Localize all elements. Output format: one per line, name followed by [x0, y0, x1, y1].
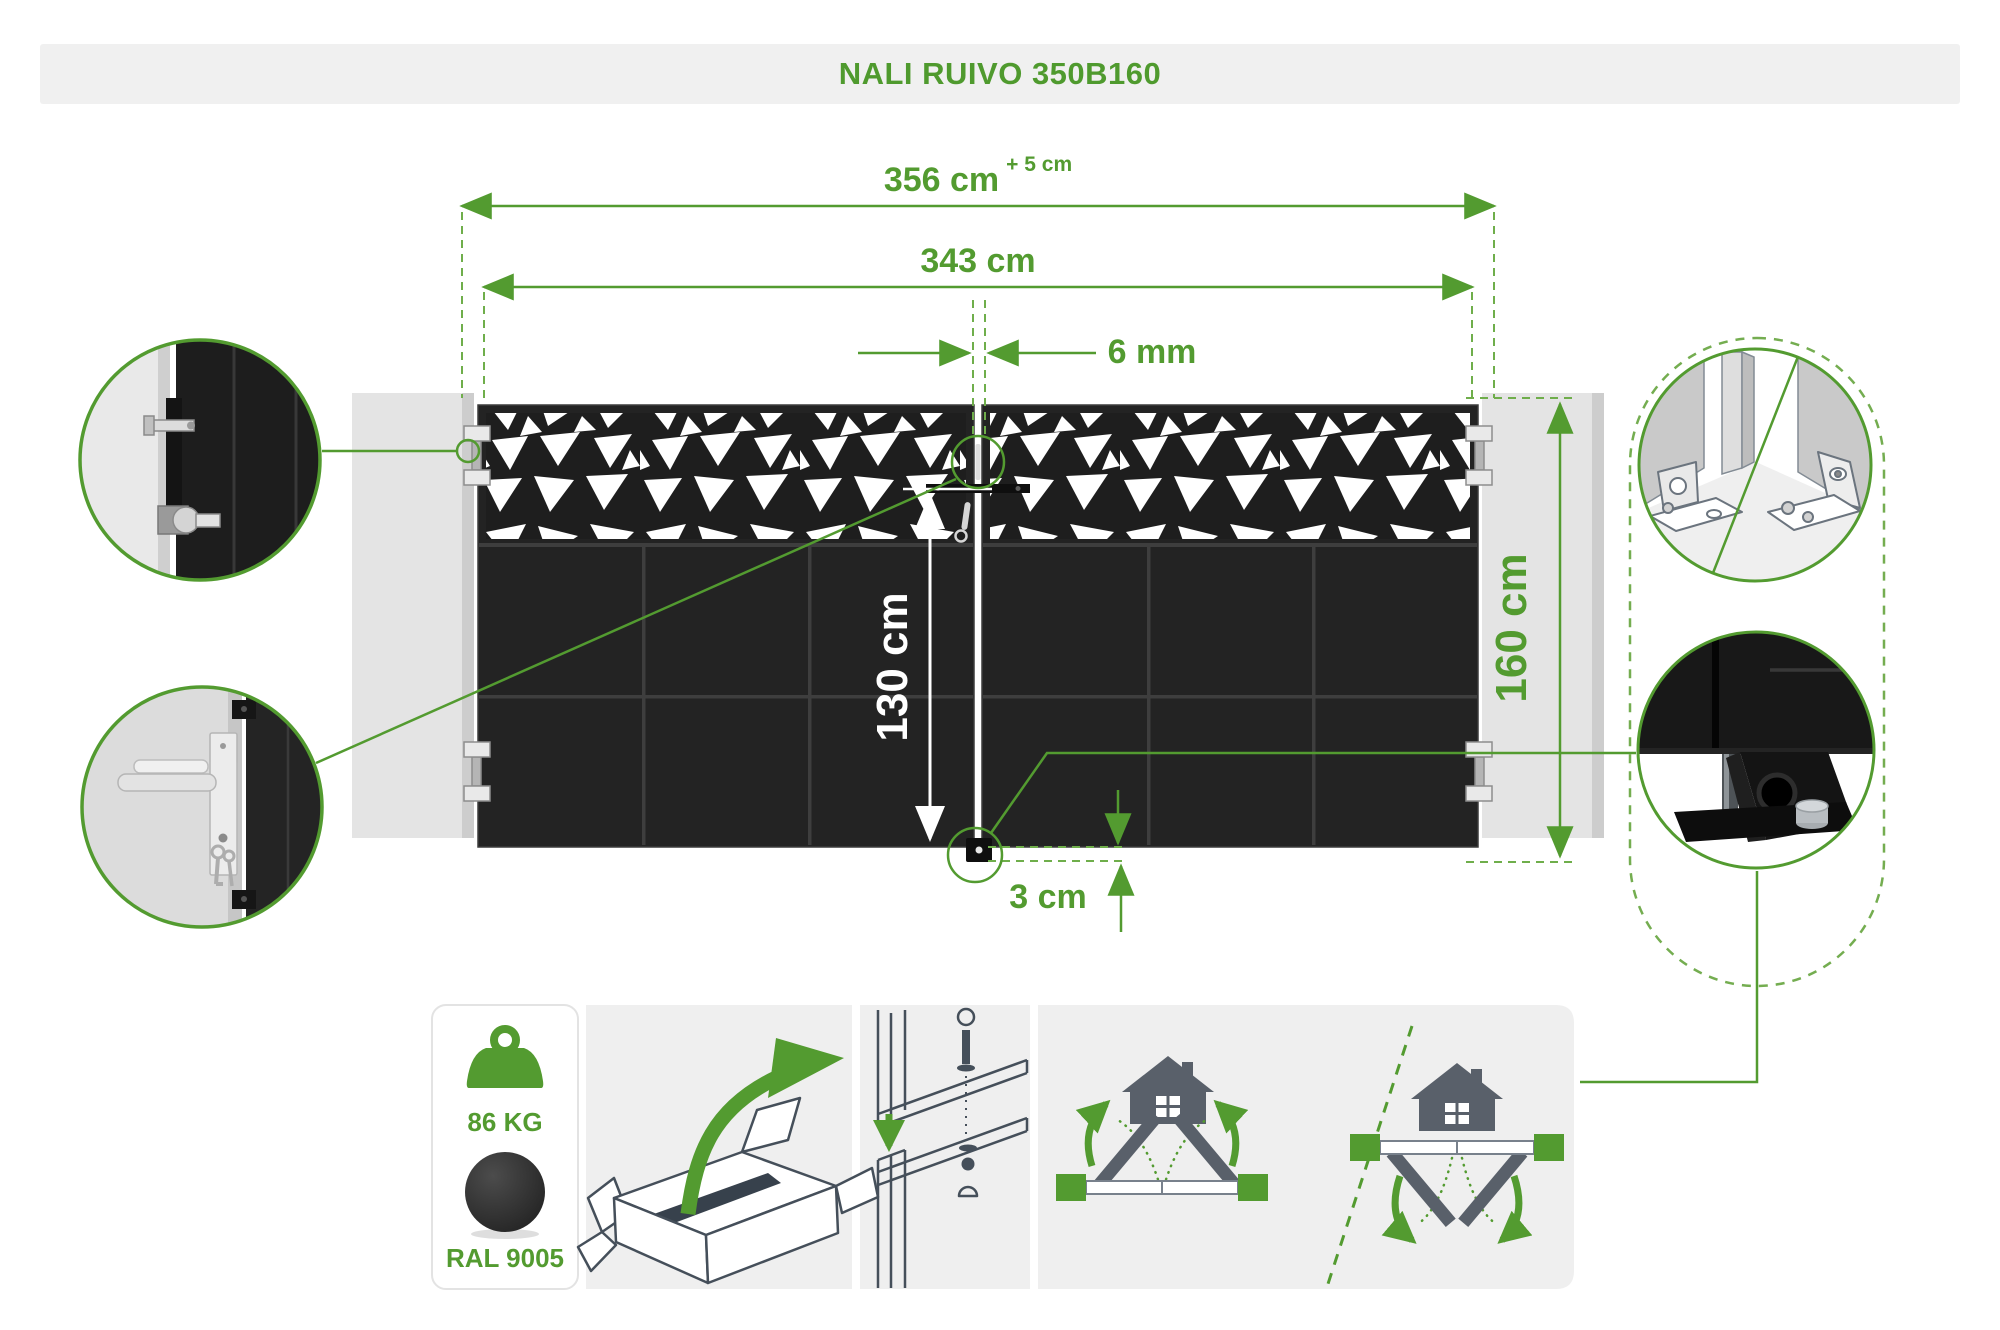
gate-stop-detail-circle [1636, 630, 1876, 870]
lock-handle-detail-circle [80, 685, 324, 929]
gates-open-outward-icon [1350, 1061, 1564, 1244]
hinges-left [463, 425, 491, 802]
color-code-label: RAL 9005 [445, 1243, 565, 1273]
color-swatch [465, 1152, 545, 1239]
floor-bracket-detail-circle [1637, 347, 1873, 583]
latch-callout-ring [950, 434, 1006, 490]
callout-connectors [315, 449, 1759, 1084]
decorative-panel-left [486, 413, 966, 539]
right-pillar [1482, 393, 1604, 838]
dimension-lines [459, 192, 1574, 932]
dim-ground-clearance-label: 3 cm [1009, 878, 1087, 916]
decorative-panel-right [990, 413, 1470, 539]
weight-icon [466, 1025, 544, 1088]
dim-356-value: 356 cm [883, 161, 1000, 199]
dim-leaves-width-label: 343 cm [920, 242, 1036, 280]
gate-left-leaf [477, 404, 975, 848]
drop-bolt-callout-ring [946, 826, 1004, 884]
frame-assembly-icon [872, 1007, 1029, 1288]
unboxing-icon [576, 1038, 880, 1285]
gate-right-leaf [981, 404, 1479, 848]
hinge-callout-ring [455, 438, 481, 464]
weight-label: 86 KG [467, 1107, 543, 1137]
dim-356-tolerance: + 5 cm [1006, 153, 1073, 176]
dim-leaf-height-label: 130 cm [868, 592, 917, 742]
keys [210, 844, 236, 887]
section-divider-dashed [1324, 1025, 1414, 1291]
gates-open-inward-icon [1056, 1054, 1268, 1201]
left-pillar [352, 393, 474, 838]
dimension-dashed-lines [461, 212, 1574, 863]
dim-pillar-height-label: 160 cm [1487, 553, 1536, 703]
detail-capsule-outline [1628, 336, 1886, 988]
dim-center-gap-label: 6 mm [1107, 333, 1197, 371]
dim-overall-width-label: 356 cm + 5 cm [883, 154, 1072, 199]
title-bar: NALI RUIVO 350B160 [40, 44, 1960, 104]
page-title: NALI RUIVO 350B160 [838, 56, 1162, 91]
hinge-detail-circle [78, 338, 322, 582]
